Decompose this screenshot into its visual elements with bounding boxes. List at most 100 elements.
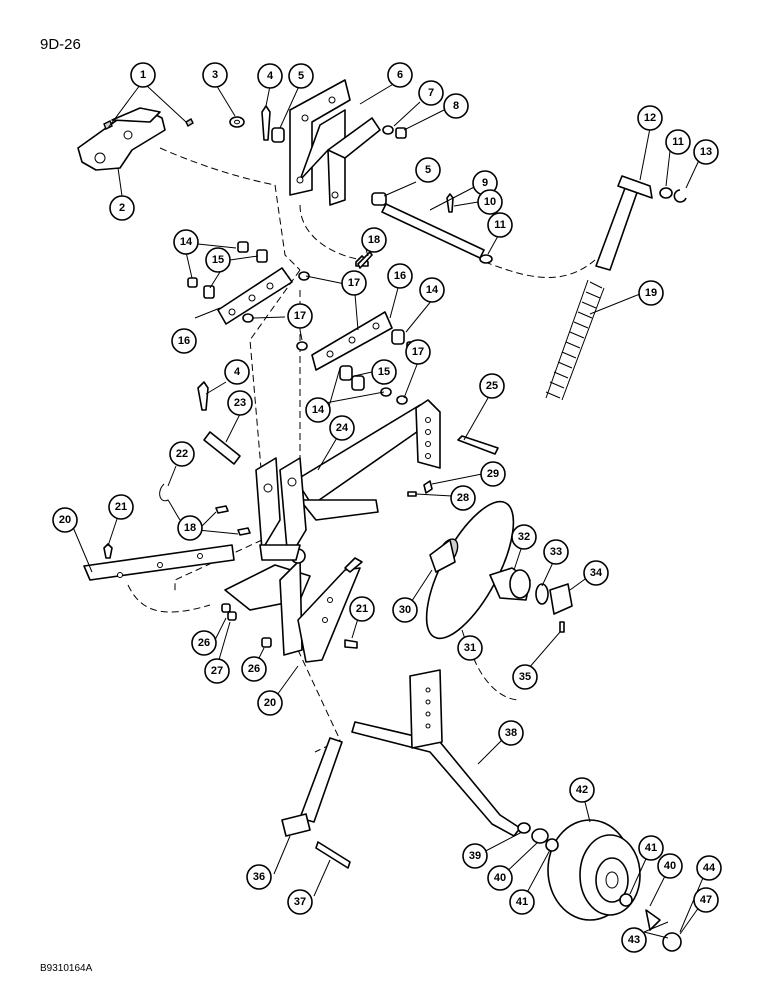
callout[interactable]: 3 (202, 62, 228, 88)
callout-label: 16 (178, 335, 190, 347)
callout[interactable]: 42 (569, 777, 595, 803)
callout[interactable]: 2 (109, 195, 135, 221)
callout[interactable]: 44 (696, 855, 722, 881)
part-20-scrapers (83, 544, 363, 663)
callout[interactable]: 12 (637, 105, 663, 131)
part-26-27-nuts (221, 603, 272, 648)
part-6-mounting-plate (289, 79, 381, 206)
callout[interactable]: 41 (509, 889, 535, 915)
callout[interactable]: 20 (257, 690, 283, 716)
callout[interactable]: 16 (387, 263, 413, 289)
callout-label: 32 (518, 531, 530, 543)
callout-label: 40 (664, 860, 676, 872)
callout-label: 10 (484, 196, 496, 208)
callout[interactable]: 24 (329, 415, 355, 441)
part-hardware-top (229, 105, 285, 143)
callout[interactable]: 15 (371, 359, 397, 385)
callout[interactable]: 17 (405, 339, 431, 365)
callout[interactable]: 17 (287, 303, 313, 329)
callout[interactable]: 34 (583, 560, 609, 586)
callout-label: 1 (140, 69, 146, 81)
callout[interactable]: 8 (443, 93, 469, 119)
callout[interactable]: 21 (349, 596, 375, 622)
callout-label: 25 (486, 380, 498, 392)
callout[interactable]: 29 (480, 461, 506, 487)
callout-label: 43 (628, 934, 640, 946)
callout-label: 2 (119, 202, 125, 214)
callout[interactable]: 7 (418, 80, 444, 106)
callout[interactable]: 14 (419, 277, 445, 303)
callout[interactable]: 9 (472, 170, 498, 196)
callout-label: 40 (494, 872, 506, 884)
callout-label: 14 (426, 284, 439, 296)
callout[interactable]: 40 (657, 853, 683, 879)
callout[interactable]: 22 (169, 441, 195, 467)
callout[interactable]: 40 (487, 865, 513, 891)
part-32-34-hub (489, 567, 573, 633)
callout[interactable]: 19 (638, 280, 664, 306)
callouts: 1 2 3 4 5 6 7 8 5 9 10 11 12 11 13 14 15… (52, 62, 722, 953)
callout[interactable]: 20 (52, 507, 78, 533)
callout-label: 41 (645, 842, 657, 854)
callout[interactable]: 32 (511, 524, 537, 550)
callout[interactable]: 25 (479, 373, 505, 399)
callout[interactable]: 16 (171, 328, 197, 354)
callout-label: 27 (211, 665, 223, 677)
callout[interactable]: 39 (462, 843, 488, 869)
callout[interactable]: 28 (450, 485, 476, 511)
callout[interactable]: 27 (204, 658, 230, 684)
callout-label: 13 (700, 146, 712, 158)
callout[interactable]: 14 (305, 397, 331, 423)
callout[interactable]: 26 (241, 656, 267, 682)
part-9-pin (371, 192, 493, 264)
callout-label: 44 (703, 862, 716, 874)
callout[interactable]: 18 (361, 227, 387, 253)
callout-label: 6 (397, 69, 403, 81)
part-18-bolt (355, 251, 373, 269)
drawing-code: B9310164A (40, 963, 93, 974)
callout[interactable]: 41 (638, 835, 664, 861)
callout[interactable]: 4 (224, 359, 250, 385)
callout-label: 26 (198, 637, 210, 649)
callout[interactable]: 11 (487, 212, 513, 238)
callout[interactable]: 33 (543, 539, 569, 565)
callout[interactable]: 6 (387, 62, 413, 88)
callout[interactable]: 15 (205, 247, 231, 273)
callout[interactable]: 23 (227, 390, 253, 416)
part-23-pin (197, 381, 241, 465)
callout[interactable]: 35 (512, 664, 538, 690)
callout[interactable]: 38 (498, 720, 524, 746)
callout-label: 15 (378, 366, 390, 378)
callout[interactable]: 10 (477, 189, 503, 215)
callout-label: 14 (180, 236, 193, 248)
callout-label: 8 (453, 100, 459, 112)
callout[interactable]: 31 (457, 635, 483, 661)
callout[interactable]: 17 (341, 270, 367, 296)
callout[interactable]: 18 (177, 515, 203, 541)
callout[interactable]: 5 (288, 63, 314, 89)
callout[interactable]: 37 (287, 889, 313, 915)
callout-label: 21 (356, 603, 368, 615)
callout[interactable]: 13 (693, 139, 719, 165)
callout[interactable]: 47 (693, 887, 719, 913)
callout-label: 20 (264, 697, 276, 709)
callout-label: 18 (368, 234, 380, 246)
callout-label: 17 (294, 310, 306, 322)
callout[interactable]: 11 (665, 129, 691, 155)
callout[interactable]: 4 (257, 63, 283, 89)
callout[interactable]: 14 (173, 229, 199, 255)
callout[interactable]: 30 (392, 597, 418, 623)
callout-label: 41 (516, 896, 528, 908)
callout[interactable]: 1 (130, 62, 156, 88)
callout-label: 18 (184, 522, 196, 534)
callout-label: 30 (399, 604, 411, 616)
callout[interactable]: 36 (246, 864, 272, 890)
callout[interactable]: 5 (415, 157, 441, 183)
callout[interactable]: 26 (191, 630, 217, 656)
callout-label: 16 (394, 270, 406, 282)
part-42-wheel (517, 819, 682, 952)
callout[interactable]: 43 (621, 927, 647, 953)
callout-label: 14 (312, 404, 325, 416)
callout[interactable]: 21 (108, 494, 134, 520)
